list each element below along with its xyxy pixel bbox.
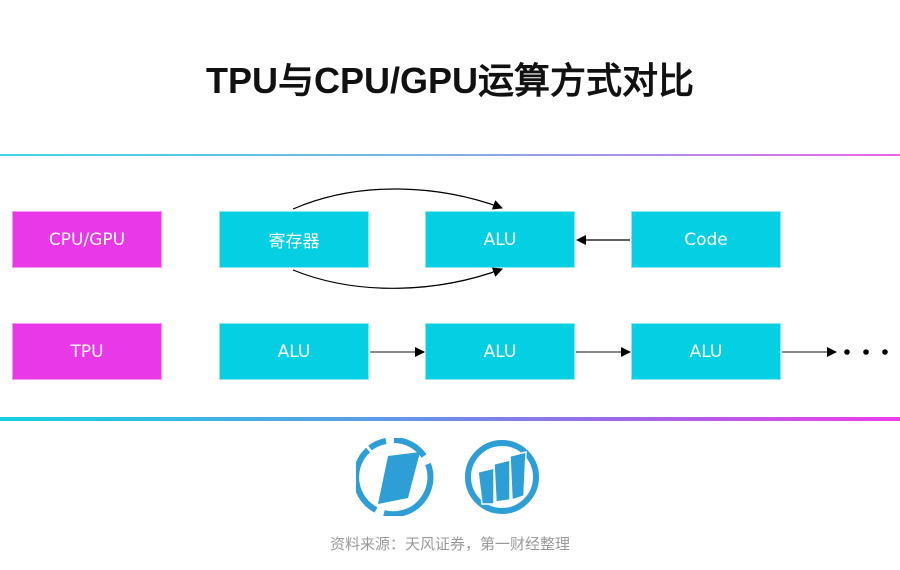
bottom-divider [0,417,900,421]
ellipsis-dot [844,349,850,355]
logo-bars-icon [465,440,539,514]
logos [356,438,539,516]
top-divider [0,154,900,156]
alu-box-cpu: ALU [425,211,575,268]
register-box: 寄存器 [219,211,369,268]
alu-box-tpu-1: ALU [219,323,369,380]
ellipsis-dot [863,349,869,355]
row-label-cpu-gpu: CPU/GPU [12,211,162,268]
ellipsis-dot [882,349,888,355]
logo-parallelogram-icon [356,438,434,516]
alu-box-tpu-3: ALU [631,323,781,380]
arrow-register-to-alu-top [292,188,503,210]
alu-box-tpu-2: ALU [425,323,575,380]
page-title: TPU与CPU/GPU运算方式对比 [205,60,695,101]
source-note: 资料来源：天风证券，第一财经整理 [329,535,570,553]
arrow-register-to-alu-bottom [292,267,503,289]
code-box: Code [631,211,781,268]
row-label-tpu: TPU [12,323,162,380]
